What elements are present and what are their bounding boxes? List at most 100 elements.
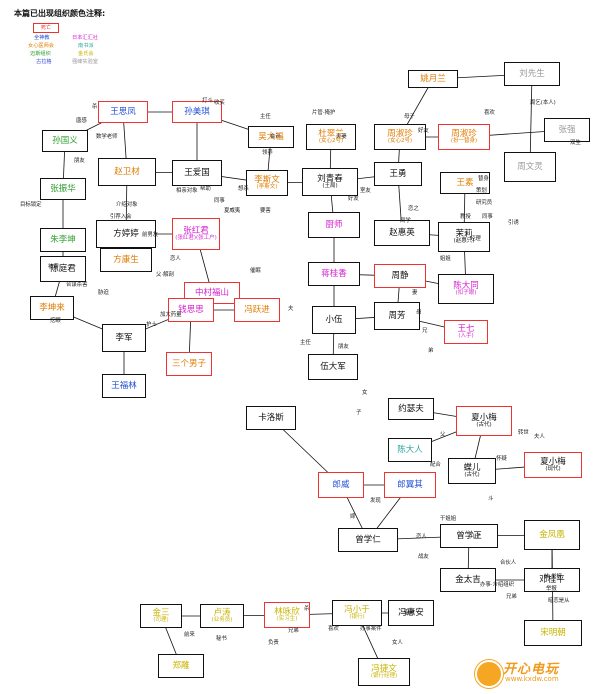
relation-label: 杀 [304,606,310,612]
character-name: 张红君 [183,225,209,236]
relation-label: 室友 [360,188,371,194]
legend-org: 迈斯组织 [30,51,51,57]
relation-label: 干姐姐 [440,516,457,522]
relation-label: 同事 [482,214,493,220]
relation-label: 办事案件 [360,626,382,632]
character-node: 茉莉(赵惠只) [438,222,490,252]
character-name: 姚月兰 [420,73,446,84]
relation-label: 胁迫 [98,290,109,296]
character-name: 冯跃进 [244,304,270,315]
relation-label: 好友 [348,196,359,202]
character-name: 周文灵 [517,161,543,172]
character-alias: (女心2号) [387,137,413,144]
relation-label: 夏威夷 [224,208,241,214]
character-name: 方婷婷 [113,228,139,239]
character-name: 张振华 [50,183,76,194]
character-alias: (扮一替身) [450,137,478,144]
relation-label: 嫁 [350,514,356,520]
character-node: 周淑珍(女心2号) [374,124,426,150]
legend-org: 南书派 [78,43,94,49]
character-name: 陈庭君 [50,263,76,274]
character-node: 夏小梅(古代) [456,406,512,436]
character-alias: (业务员) [211,616,233,623]
character-name: 王福林 [111,380,137,391]
character-node: 陈庭君 [40,256,86,282]
relation-label: 前男友 [142,232,159,238]
character-name: 王七 [457,323,475,334]
character-name: 约瑟夫 [398,403,424,414]
character-node: 周芳 [374,302,420,330]
character-node: 刘先生 [504,62,560,86]
relation-label: 朋友 [338,344,349,350]
relation-label: 催眠 [250,268,261,274]
relation-label: 负责 [268,640,279,646]
character-node: 厨师 [308,212,360,238]
relation-label: 儿子 [470,534,481,540]
character-node: 赵卫材 [98,158,156,186]
character-name: 杜翠兰 [318,128,344,139]
character-alias: (实习生) [276,615,298,622]
character-name: 夏小梅 [471,412,497,423]
relation-label: 引荐入会 [110,214,132,220]
character-node: 小伍 [312,306,356,334]
character-name: 小伍 [325,314,343,325]
character-alias: (张红君)(张工户) [175,234,217,241]
watermark-name: 开心电玩 [503,662,560,677]
relation-label: 帮助 [200,186,211,192]
relation-label: 研究员 [476,200,493,206]
character-node: 冯捷文(银行经理) [358,658,410,686]
character-node: 方康生 [100,248,152,272]
character-name: 夏小梅 [540,456,566,467]
relation-label: 目标锁定 [20,202,42,208]
relation-label: 兄弟 [506,594,517,600]
character-name: 方康生 [113,254,139,265]
relation-label: 相亲对象 [176,188,198,194]
watermark-logo-icon [475,660,503,688]
relation-label: 妹·举报 [544,574,562,580]
character-node: 冯跃进 [234,298,280,322]
relation-label: 母 [416,310,422,316]
character-name: 赵惠英 [389,227,415,238]
legend-org: 全神教 [34,35,50,41]
relation-label: 兄 [422,328,428,334]
character-alias: (入手) [458,332,474,339]
character-name: 郑雕 [172,660,190,671]
relation-label: 周乞(本人) [530,100,556,106]
relation-label: 会计 [270,134,281,140]
relation-label: 弟 [428,348,434,354]
relation-label: 怀疑 [496,456,507,462]
legend-org: 古拉格 [36,59,52,65]
character-name: 郎翼其 [397,479,423,490]
character-name: 林咏欣 [274,606,300,617]
character-node: 王福林 [102,374,146,398]
relation-label: 父·解剖 [156,272,174,278]
relation-label: 恋人 [416,534,427,540]
relation-label: 朋友 [74,158,85,164]
legend: 死亡 全神教 日本汇汇社 女心医师会 南书派 迈斯组织 金氏会 古拉格 强峰实验… [20,23,140,75]
character-node: 王素 [440,172,490,194]
relation-label: 想杀 [238,186,249,192]
character-node: 刘青春(王局) [302,168,358,196]
character-node: 蒋桂香 [308,262,360,286]
character-node: 孙国义 [42,130,88,152]
relation-label: 替身 [478,176,489,182]
relation-label: 女 [362,390,368,396]
relation-label: 战友 [418,554,429,560]
character-node: 金凤凰 [524,520,580,550]
character-node: 王七(入手) [444,320,488,344]
character-name: 王素 [456,177,474,188]
character-node: 金三(司理) [140,604,182,628]
relation-label: 被害 [48,264,59,270]
character-name: 金太吉 [455,574,481,585]
relation-label: 恋人 [170,256,181,262]
relation-label: 杀 [92,104,98,110]
character-alias: (王局) [322,182,338,189]
relation-label: 经理 [470,236,481,242]
character-name: 张强 [558,124,576,135]
relation-label: 夫人 [534,434,545,440]
character-node: 张强 [544,118,590,142]
character-name: 孙美琪 [184,106,210,117]
character-node: 杜翠兰(女心2号) [306,124,356,150]
